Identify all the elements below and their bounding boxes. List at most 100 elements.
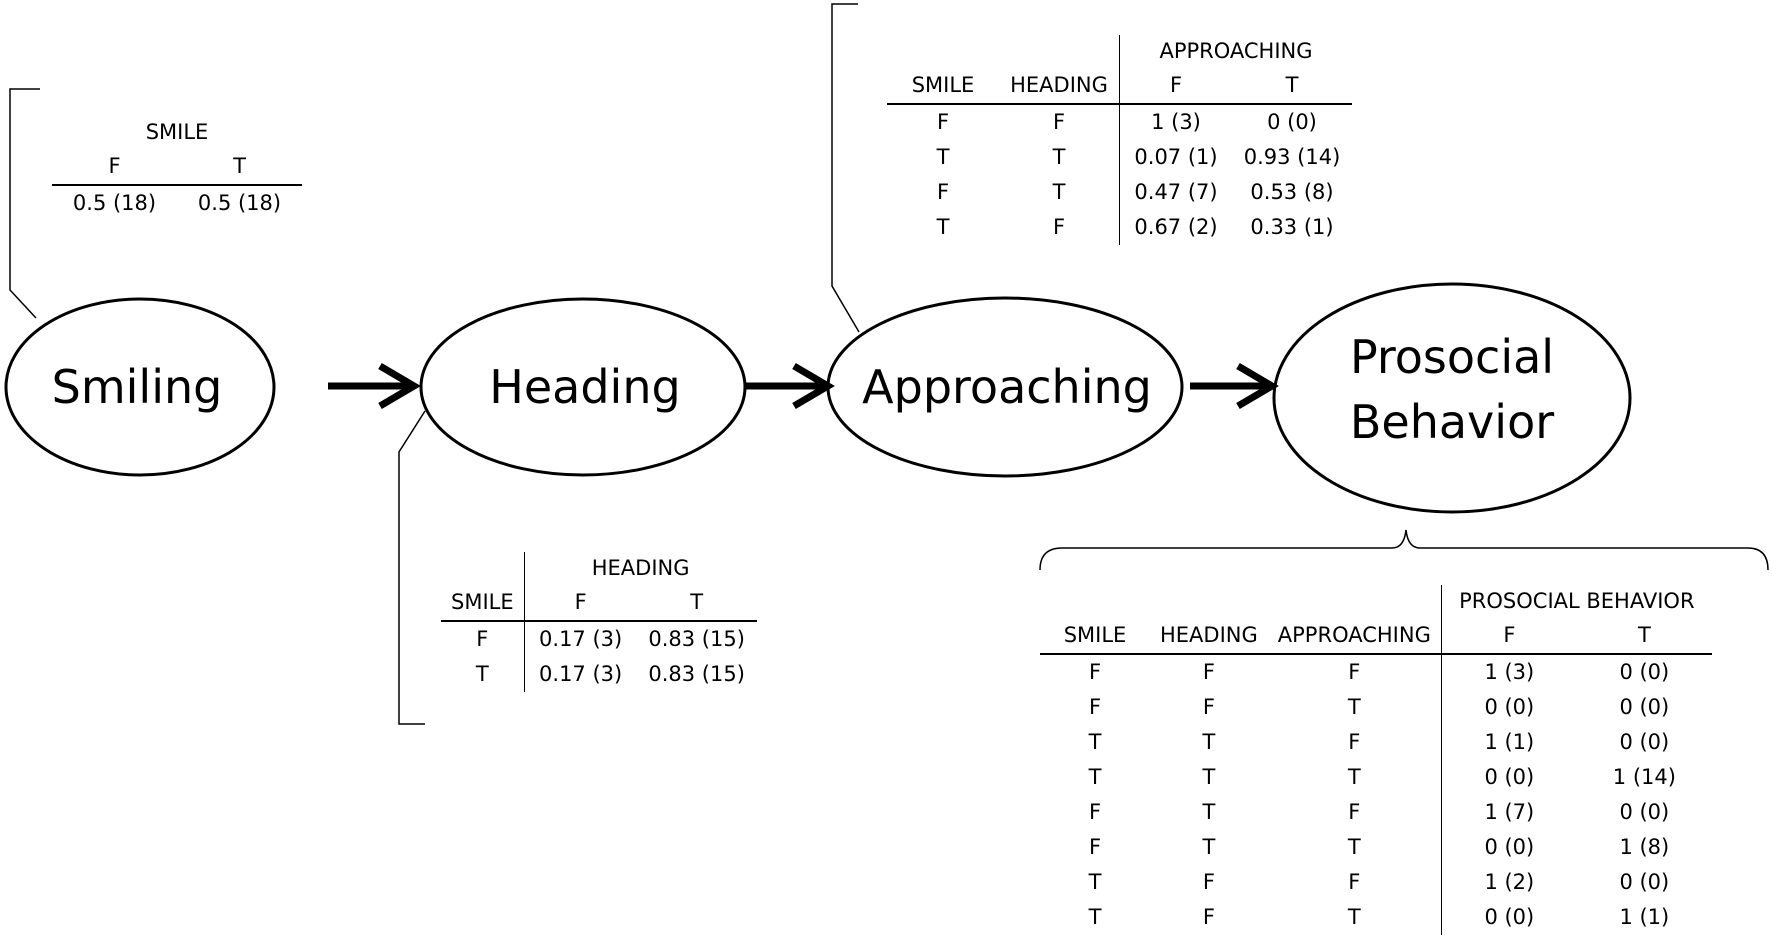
table-row: T T F 1 (1) 0 (0) — [1040, 725, 1712, 760]
cpt-prosocial-cell: 0 (0) — [1440, 830, 1577, 865]
table-row: 0.5 (18) 0.5 (18) — [52, 185, 302, 221]
cpt-approaching-cell: T — [936, 215, 950, 239]
cpt-smile-col-t: T — [177, 149, 302, 186]
cpt-prosocial-cell: T — [1347, 835, 1361, 859]
cpt-prosocial-title: PROSOCIAL BEHAVIOR — [1440, 585, 1712, 618]
cpt-prosocial-cell: 0 (0) — [1619, 660, 1670, 684]
arrow-approaching-to-prosocial — [1190, 362, 1279, 410]
cpt-prosocial-cell: F — [1202, 660, 1215, 684]
table-row: T F F 1 (2) 0 (0) — [1040, 865, 1712, 900]
cpt-prosocial-cell: T — [1088, 765, 1102, 789]
cpt-prosocial-row-header-approaching: APPROACHING — [1267, 618, 1442, 655]
cpt-heading-title: HEADING — [523, 552, 757, 585]
arrow-smiling-to-heading — [328, 362, 421, 410]
cpt-prosocial-cell: T — [1347, 765, 1361, 789]
cpt-prosocial-cell: 1 (7) — [1440, 795, 1577, 830]
cpt-heading-cell: T — [475, 662, 489, 686]
cpt-prosocial-cell: 1 (8) — [1619, 835, 1670, 859]
callout-approaching-bracket — [831, 3, 860, 333]
cpt-prosocial-cell: T — [1202, 730, 1216, 754]
node-approaching-label: Approaching — [862, 360, 1152, 414]
table-row: F T 0.47 (7) 0.53 (8) — [887, 175, 1352, 210]
cpt-prosocial-cell: T — [1347, 905, 1361, 929]
cpt-prosocial-cell: 0 (0) — [1619, 730, 1670, 754]
cpt-prosocial-cell: F — [1348, 730, 1361, 754]
cpt-approaching-cell: 0.93 (14) — [1243, 145, 1341, 169]
cpt-prosocial-cell: F — [1088, 835, 1102, 859]
cpt-heading-row-header: SMILE — [441, 585, 525, 622]
cpt-smile-value-t: 0.5 (18) — [197, 191, 282, 215]
table-row: T 0.17 (3) 0.83 (15) — [441, 657, 757, 692]
cpt-approaching-cell: T — [1052, 145, 1066, 169]
cpt-prosocial-cell: F — [1202, 870, 1215, 894]
cpt-prosocial-cell: 1 (2) — [1440, 865, 1577, 900]
cpt-prosocial-cell: 0 (0) — [1619, 870, 1670, 894]
table-row: T F T 0 (0) 1 (1) — [1040, 900, 1712, 935]
cpt-prosocial-col-f: F — [1440, 618, 1577, 655]
node-prosocial-label-line1: Prosocial — [1350, 330, 1554, 384]
table-row: F F 1 (3) 0 (0) — [887, 104, 1352, 140]
callout-heading-bracket — [398, 410, 426, 725]
cpt-approaching-cell: T — [1052, 180, 1066, 204]
cpt-prosocial-cell: F — [1088, 660, 1102, 684]
node-prosocial-label-line2: Behavior — [1350, 395, 1554, 449]
cpt-approaching-col-t: T — [1232, 68, 1352, 105]
cpt-approaching-cell: 0.53 (8) — [1250, 180, 1334, 204]
arrow-heading-to-approaching — [744, 362, 835, 410]
cpt-approaching-col-f: F — [1119, 68, 1232, 105]
cpt-prosocial-cell: T — [1088, 870, 1102, 894]
cpt-prosocial-cell: F — [1348, 870, 1361, 894]
node-smiling-ellipse — [4, 297, 276, 477]
cpt-prosocial-cell: T — [1088, 730, 1102, 754]
cpt-prosocial-col-t: T — [1576, 618, 1712, 655]
cpt-heading-cell: 0.83 (15) — [648, 662, 745, 686]
cpt-prosocial-row-header-smile: SMILE — [1040, 618, 1150, 655]
cpt-prosocial-cell: 1 (1) — [1440, 725, 1577, 760]
cpt-prosocial-cell: 0 (0) — [1440, 690, 1577, 725]
node-prosocial-ellipse — [1272, 282, 1632, 514]
cpt-prosocial-cell: T — [1202, 765, 1216, 789]
node-heading-label: Heading — [489, 360, 680, 414]
cpt-approaching: APPROACHING SMILE HEADING F T F F 1 (3) … — [887, 35, 1352, 245]
cpt-prosocial-cell: 0 (0) — [1440, 760, 1577, 795]
cpt-heading-col-t: T — [636, 585, 757, 622]
cpt-prosocial-cell: 1 (3) — [1440, 654, 1577, 690]
cpt-heading: HEADING SMILE F T F 0.17 (3) 0.83 (15) T… — [441, 552, 757, 692]
cpt-approaching-cell: 0.47 (7) — [1119, 175, 1232, 210]
cpt-prosocial-cell: T — [1202, 800, 1216, 824]
cpt-prosocial-cell: 0 (0) — [1619, 695, 1670, 719]
cpt-prosocial-cell: F — [1088, 800, 1102, 824]
cpt-heading-cell: 0.83 (15) — [648, 627, 745, 651]
cpt-approaching-cell: 0.07 (1) — [1119, 140, 1232, 175]
table-row: F 0.17 (3) 0.83 (15) — [441, 621, 757, 657]
cpt-prosocial-cell: 0 (0) — [1619, 800, 1670, 824]
callout-prosocial-brace — [1039, 529, 1769, 571]
cpt-heading-cell: 0.17 (3) — [523, 621, 637, 657]
cpt-approaching-title: APPROACHING — [1119, 35, 1352, 68]
cpt-smile-title: SMILE — [145, 120, 209, 144]
cpt-approaching-row-header-heading: HEADING — [999, 68, 1120, 105]
table-row: T T 0.07 (1) 0.93 (14) — [887, 140, 1352, 175]
cpt-approaching-cell: F — [1052, 215, 1066, 239]
cpt-prosocial-cell: 0 (0) — [1440, 900, 1577, 935]
cpt-prosocial-cell: 1 (14) — [1612, 765, 1676, 789]
cpt-smile-value-f: 0.5 (18) — [72, 191, 157, 215]
cpt-approaching-cell: F — [936, 110, 950, 134]
cpt-approaching-cell: 1 (3) — [1119, 104, 1232, 140]
cpt-approaching-cell: F — [936, 180, 950, 204]
cpt-prosocial-row-header-heading: HEADING — [1150, 618, 1268, 655]
cpt-approaching-cell: 0.67 (2) — [1119, 210, 1232, 245]
cpt-prosocial-cell: 1 (1) — [1619, 905, 1670, 929]
cpt-heading-col-f: F — [523, 585, 637, 622]
cpt-prosocial-cell: T — [1347, 695, 1361, 719]
cpt-prosocial: PROSOCIAL BEHAVIOR SMILE HEADING APPROAC… — [1040, 585, 1712, 935]
cpt-prosocial-cell: T — [1088, 905, 1102, 929]
node-smiling-label: Smiling — [52, 360, 223, 414]
cpt-approaching-cell: 0 (0) — [1267, 110, 1317, 134]
cpt-prosocial-cell: F — [1348, 800, 1361, 824]
cpt-prosocial-cell: F — [1202, 905, 1215, 929]
